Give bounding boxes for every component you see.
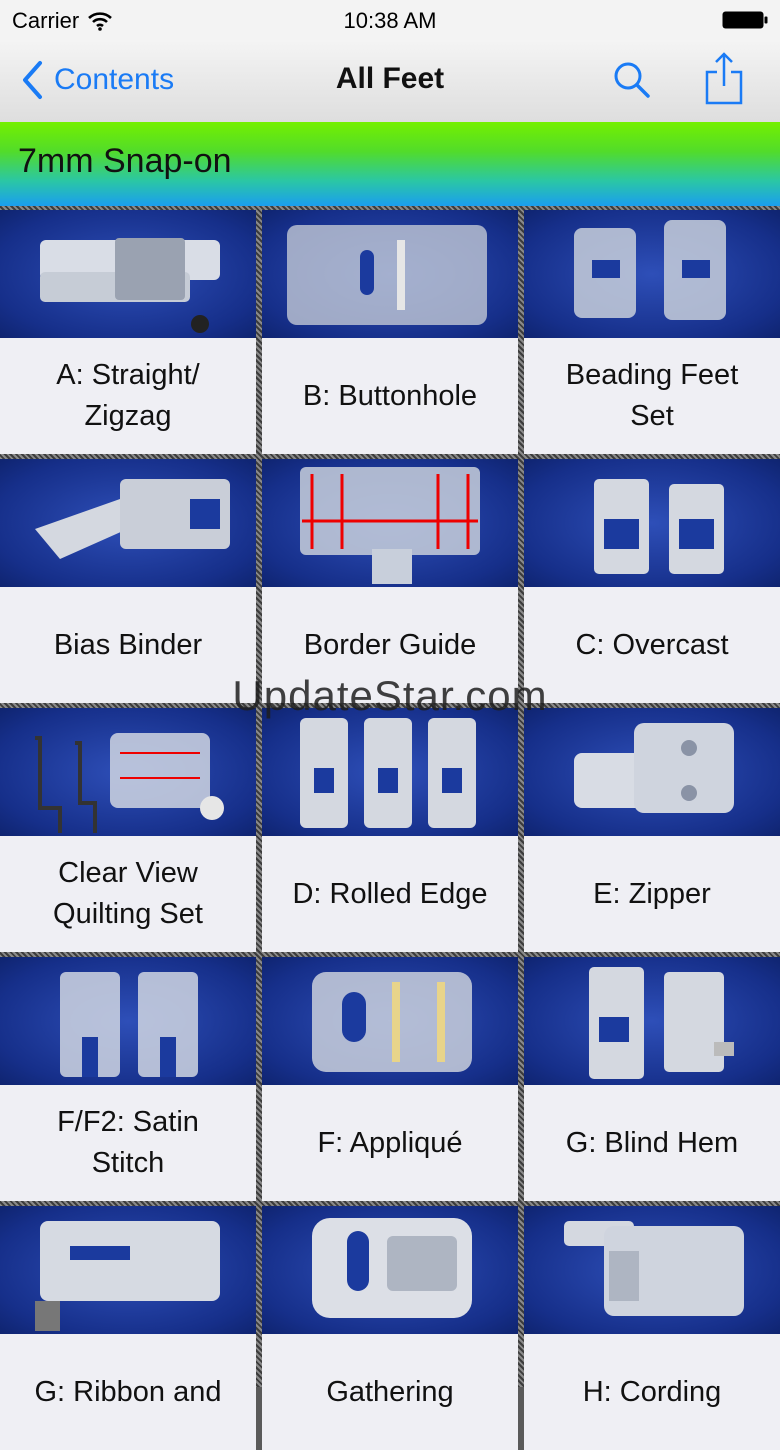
foot-label: E: Zipper bbox=[593, 877, 711, 910]
status-time: 10:38 AM bbox=[343, 8, 437, 33]
foot-tile[interactable]: Bias Binder bbox=[0, 459, 256, 703]
foot-photo bbox=[0, 210, 256, 338]
foot-label: D: Rolled Edge bbox=[292, 877, 488, 910]
foot-tile[interactable]: Beading Feet Set bbox=[524, 210, 780, 454]
search-icon bbox=[614, 62, 650, 98]
foot-label: G: Ribbon and bbox=[34, 1375, 222, 1408]
back-button-label: Contents bbox=[54, 63, 175, 96]
foot-photo bbox=[0, 459, 256, 587]
foot-tile[interactable]: Border Guide bbox=[262, 459, 518, 703]
foot-tile[interactable]: F: Appliqué bbox=[262, 957, 518, 1201]
chevron-left-icon bbox=[20, 60, 44, 100]
navigation-bar: Contents All Feet bbox=[0, 40, 780, 123]
foot-tile[interactable]: Clear View Quilting Set bbox=[0, 708, 256, 952]
foot-photo bbox=[524, 1206, 780, 1334]
share-icon bbox=[705, 52, 743, 105]
foot-photo bbox=[262, 708, 518, 836]
foot-label: H: Cording bbox=[582, 1375, 722, 1408]
foot-photo bbox=[262, 1206, 518, 1334]
wifi-icon bbox=[88, 12, 113, 31]
foot-tile[interactable]: B: Buttonhole bbox=[262, 210, 518, 454]
foot-tile[interactable]: A: Straight/ Zigzag bbox=[0, 210, 256, 454]
section-title: 7mm Snap-on bbox=[18, 142, 232, 180]
foot-label: F: Appliqué bbox=[317, 1126, 463, 1159]
foot-photo bbox=[0, 1206, 256, 1334]
foot-photo bbox=[262, 210, 518, 338]
foot-label: G: Blind Hem bbox=[565, 1126, 739, 1159]
foot-photo bbox=[0, 957, 256, 1085]
foot-photo bbox=[0, 708, 256, 836]
battery-icon bbox=[722, 11, 768, 29]
foot-photo bbox=[262, 957, 518, 1085]
foot-photo bbox=[262, 459, 518, 587]
foot-label: A: Straight/ Zigzag bbox=[56, 359, 200, 432]
foot-tile[interactable]: G: Blind Hem bbox=[524, 957, 780, 1201]
section-header: 7mm Snap-on bbox=[0, 122, 780, 206]
search-button[interactable] bbox=[612, 60, 652, 100]
foot-label: C: Overcast bbox=[575, 628, 729, 661]
share-button[interactable] bbox=[704, 50, 744, 106]
foot-tile[interactable]: C: Overcast bbox=[524, 459, 780, 703]
foot-tile[interactable]: F/F2: Satin Stitch bbox=[0, 957, 256, 1201]
carrier-group: Carrier bbox=[12, 8, 113, 34]
foot-label: F/F2: Satin Stitch bbox=[57, 1106, 199, 1179]
foot-label: B: Buttonhole bbox=[302, 379, 478, 412]
foot-photo bbox=[524, 459, 780, 587]
feet-grid: A: Straight/ Zigzag B: Buttonhole Beadin… bbox=[0, 206, 780, 1450]
foot-tile[interactable]: D: Rolled Edge bbox=[262, 708, 518, 952]
foot-photo bbox=[524, 210, 780, 338]
foot-tile[interactable]: Gathering bbox=[262, 1206, 518, 1450]
foot-tile[interactable]: H: Cording bbox=[524, 1206, 780, 1450]
foot-label: Beading Feet Set bbox=[565, 359, 739, 432]
foot-tile[interactable]: G: Ribbon and bbox=[0, 1206, 256, 1450]
foot-label: Bias Binder bbox=[53, 628, 203, 661]
foot-photo bbox=[524, 708, 780, 836]
foot-label: Clear View Quilting Set bbox=[53, 857, 203, 930]
carrier-label: Carrier bbox=[12, 8, 80, 33]
back-button[interactable]: Contents bbox=[20, 58, 174, 102]
foot-label: Gathering bbox=[326, 1375, 454, 1408]
foot-tile[interactable]: E: Zipper bbox=[524, 708, 780, 952]
foot-label: Border Guide bbox=[303, 628, 477, 661]
foot-photo bbox=[524, 957, 780, 1085]
status-bar: Carrier 10:38 AM bbox=[0, 0, 780, 40]
